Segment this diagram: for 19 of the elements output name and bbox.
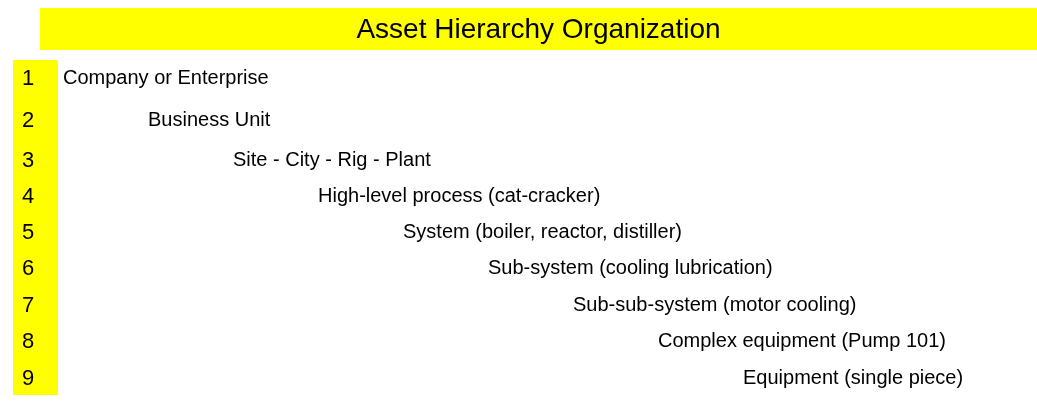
- level-number: 1: [22, 65, 35, 91]
- level-number: 4: [22, 183, 35, 209]
- hierarchy-level-text: Site - City - Rig - Plant: [233, 148, 431, 171]
- hierarchy-level-text: Sub-system (cooling lubrication): [488, 256, 773, 279]
- hierarchy-level-text: Sub-sub-system (motor cooling): [573, 293, 857, 316]
- level-number: 9: [22, 365, 35, 391]
- title-bar: Asset Hierarchy Organization: [40, 8, 1037, 50]
- level-number: 6: [22, 255, 35, 281]
- hierarchy-level-text: Business Unit: [148, 108, 271, 131]
- level-number: 5: [22, 219, 35, 245]
- level-number: 8: [22, 328, 35, 354]
- hierarchy-level-text: System (boiler, reactor, distiller): [403, 220, 682, 243]
- level-number: 7: [22, 292, 35, 318]
- hierarchy-level-text: Company or Enterprise: [63, 66, 269, 89]
- level-number: 3: [22, 147, 35, 173]
- level-number: 2: [22, 107, 35, 133]
- hierarchy-level-text: Complex equipment (Pump 101): [658, 329, 946, 352]
- hierarchy-level-text: Equipment (single piece): [743, 366, 964, 389]
- hierarchy-level-text: High-level process (cat-cracker): [318, 184, 601, 207]
